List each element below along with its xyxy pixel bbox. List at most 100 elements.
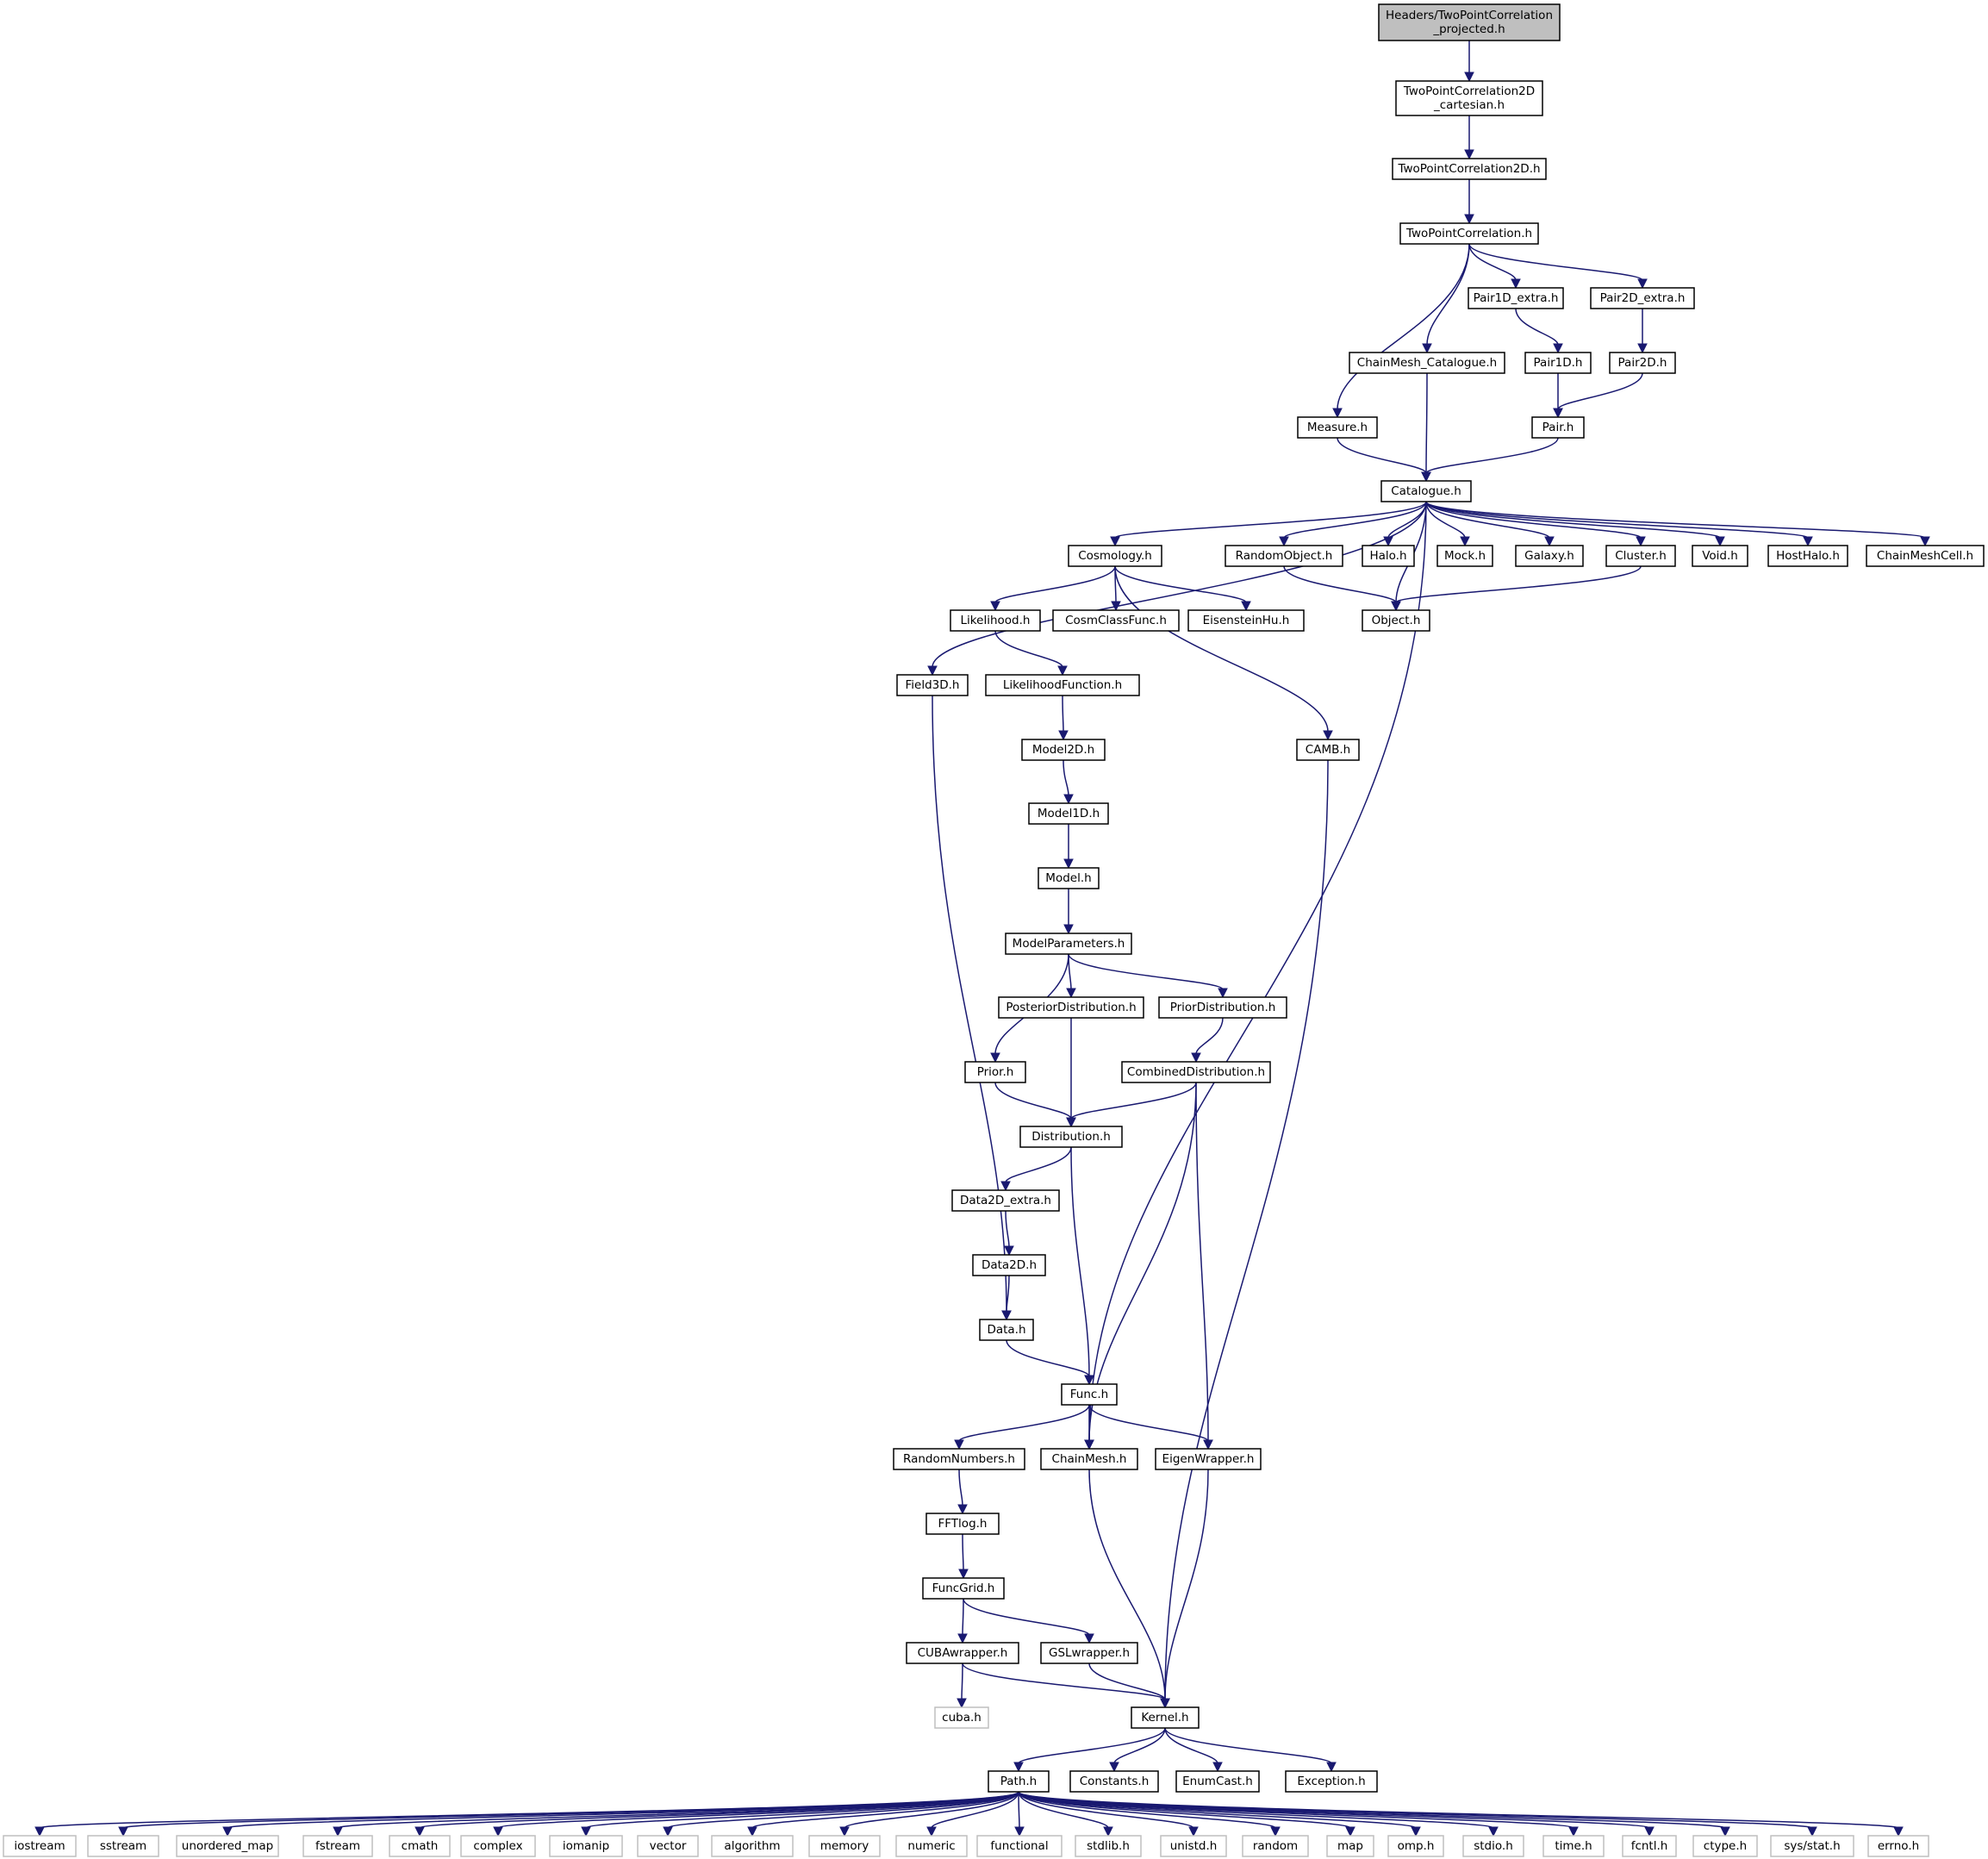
edge-catalogue-to-galaxy — [1425, 501, 1555, 547]
node-errno: errno.h — [1867, 1835, 1929, 1857]
node-measure[interactable]: Measure.h — [1297, 416, 1378, 439]
node-cosmclass[interactable]: CosmClassFunc.h — [1052, 609, 1180, 632]
node-data2d[interactable]: Data2D.h — [972, 1254, 1046, 1276]
node-tpc[interactable]: TwoPointCorrelation.h — [1399, 222, 1539, 245]
node-kernel[interactable]: Kernel.h — [1131, 1706, 1200, 1729]
node-likefunc[interactable]: LikelihoodFunction.h — [985, 674, 1140, 696]
node-hosthalo[interactable]: HostHalo.h — [1767, 545, 1848, 567]
node-prior[interactable]: Prior.h — [964, 1061, 1026, 1083]
edge-func-to-chainmesh — [1084, 1404, 1094, 1450]
node-stdio: stdio.h — [1462, 1835, 1524, 1857]
node-box — [1462, 1835, 1524, 1857]
node-label: Catalogue.h — [1391, 484, 1461, 498]
node-p2dx[interactable]: Pair2D_extra.h — [1590, 287, 1695, 309]
node-modelparams[interactable]: ModelParameters.h — [1005, 933, 1132, 955]
node-mock[interactable]: Mock.h — [1436, 545, 1493, 567]
node-box — [972, 1254, 1046, 1276]
node-object[interactable]: Object.h — [1362, 609, 1430, 632]
edge-cosmology-to-likelihood — [990, 565, 1116, 612]
node-model[interactable]: Model.h — [1038, 867, 1100, 889]
node-label: Object.h — [1372, 614, 1421, 627]
node-posterior[interactable]: PosteriorDistribution.h — [998, 996, 1144, 1019]
edge-path-to-vector — [663, 1791, 1019, 1837]
node-cmcat[interactable]: ChainMesh_Catalogue.h — [1349, 352, 1505, 374]
node-cluster[interactable]: Cluster.h — [1605, 545, 1676, 567]
edge-funcgrid-to-cuba — [957, 1598, 968, 1644]
node-constants[interactable]: Constants.h — [1069, 1770, 1159, 1793]
node-combdist[interactable]: CombinedDistribution.h — [1121, 1061, 1271, 1083]
edge-kernel-to-constants — [1109, 1727, 1166, 1773]
node-eisenstein[interactable]: EisensteinHu.h — [1187, 609, 1305, 632]
node-halo[interactable]: Halo.h — [1362, 545, 1415, 567]
node-label: ChainMeshCell.h — [1877, 549, 1973, 563]
node-void[interactable]: Void.h — [1692, 545, 1748, 567]
node-eigen[interactable]: EigenWrapper.h — [1155, 1448, 1262, 1470]
node-distribution[interactable]: Distribution.h — [1019, 1126, 1123, 1148]
node-priordist[interactable]: PriorDistribution.h — [1158, 996, 1287, 1019]
edge-cluster-to-object — [1391, 565, 1642, 612]
node-field3d[interactable]: Field3D.h — [896, 674, 969, 696]
edge-catalogue-to-cosmology — [1110, 501, 1427, 547]
node-box — [1531, 416, 1585, 439]
node-galaxy[interactable]: Galaxy.h — [1515, 545, 1584, 567]
node-p1d[interactable]: Pair1D.h — [1524, 352, 1592, 374]
node-box — [1866, 545, 1985, 567]
node-label: sstream — [100, 1839, 146, 1853]
node-exception[interactable]: Exception.h — [1285, 1770, 1378, 1793]
node-data2dx[interactable]: Data2D_extra.h — [951, 1189, 1060, 1212]
node-box — [1468, 287, 1564, 309]
node-cosmology[interactable]: Cosmology.h — [1068, 545, 1162, 567]
node-model1d[interactable]: Model1D.h — [1028, 802, 1109, 825]
node-label: functional — [990, 1839, 1048, 1853]
node-path[interactable]: Path.h — [988, 1770, 1050, 1793]
edge-randobj-to-object — [1283, 565, 1401, 612]
node-cmcell[interactable]: ChainMeshCell.h — [1866, 545, 1985, 567]
node-label: Field3D.h — [906, 678, 960, 692]
node-randobj[interactable]: RandomObject.h — [1225, 545, 1343, 567]
edge-tpc-to-p2dx — [1468, 243, 1648, 290]
edge-gsl-to-kernel — [1088, 1662, 1170, 1709]
node-model2d[interactable]: Model2D.h — [1021, 739, 1106, 761]
node-box — [1362, 609, 1430, 632]
edge-funcgrid-to-gsl — [963, 1598, 1094, 1644]
edge-path-to-fcntl — [1018, 1791, 1655, 1837]
node-box — [906, 1642, 1019, 1664]
node-label: cuba.h — [942, 1711, 982, 1725]
edge-cmcat-to-catalogue — [1421, 372, 1431, 483]
node-label: FuncGrid.h — [932, 1581, 995, 1595]
edge-combdist-to-distribution — [1066, 1082, 1197, 1128]
node-root[interactable]: Headers/TwoPointCorrelation_projected.h — [1378, 3, 1561, 41]
node-data[interactable]: Data.h — [979, 1319, 1034, 1341]
node-cuba[interactable]: CUBAwrapper.h — [906, 1642, 1019, 1664]
node-camb[interactable]: CAMB.h — [1296, 739, 1360, 761]
node-catalogue[interactable]: Catalogue.h — [1380, 480, 1472, 502]
node-tpc2dc[interactable]: TwoPointCorrelation2D_cartesian.h — [1395, 80, 1543, 116]
node-tpc2d[interactable]: TwoPointCorrelation2D.h — [1392, 158, 1547, 180]
node-funcgrid[interactable]: FuncGrid.h — [922, 1577, 1005, 1600]
node-chainmesh[interactable]: ChainMesh.h — [1040, 1448, 1138, 1470]
node-box — [1380, 480, 1472, 502]
edge-path-to-errno — [1018, 1791, 1904, 1837]
node-box — [1436, 545, 1493, 567]
edge-model-to-modelparams — [1063, 889, 1074, 935]
node-fftlog[interactable]: FFTlog.h — [925, 1513, 1000, 1535]
node-label: CosmClassFunc.h — [1065, 614, 1167, 627]
node-p1dx[interactable]: Pair1D_extra.h — [1468, 287, 1564, 309]
node-func[interactable]: Func.h — [1061, 1383, 1118, 1406]
edge-prior-to-distribution — [994, 1082, 1076, 1128]
node-gsl[interactable]: GSLwrapper.h — [1040, 1642, 1138, 1664]
node-box — [1019, 1126, 1123, 1148]
node-pair[interactable]: Pair.h — [1531, 416, 1585, 439]
edge-path-to-umap — [222, 1791, 1019, 1837]
node-box — [934, 1706, 989, 1729]
node-randnum[interactable]: RandomNumbers.h — [893, 1448, 1025, 1470]
edge-cuba-to-cubah — [957, 1662, 967, 1709]
node-p2d[interactable]: Pair2D.h — [1609, 352, 1676, 374]
node-complex: complex — [460, 1835, 536, 1857]
edge-randnum-to-fftlog — [957, 1469, 968, 1515]
node-enumcast[interactable]: EnumCast.h — [1175, 1770, 1260, 1793]
node-label: Kernel.h — [1141, 1711, 1188, 1725]
node-likelihood[interactable]: Likelihood.h — [950, 609, 1041, 632]
node-label: Mock.h — [1444, 549, 1486, 563]
node-box — [1155, 1448, 1262, 1470]
